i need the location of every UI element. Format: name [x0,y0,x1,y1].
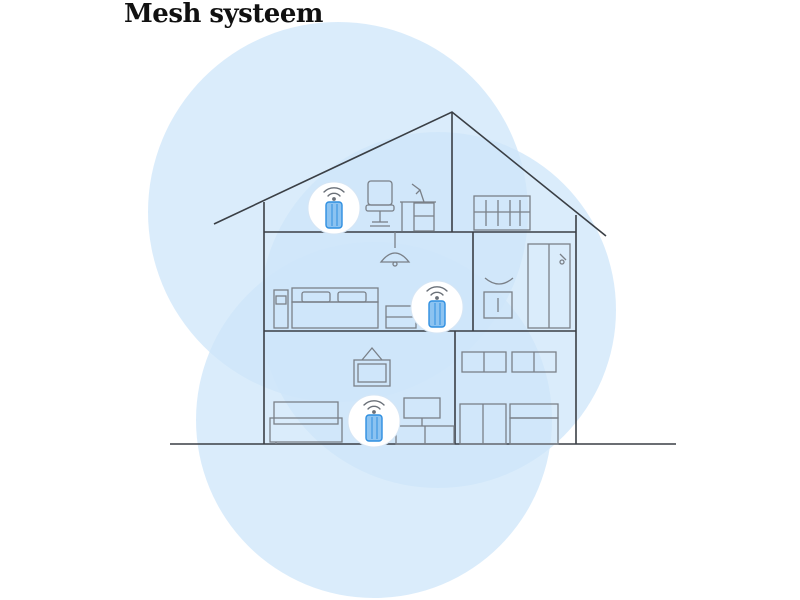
kitchen-lower-cabinets [459,403,559,445]
floor-lamp [273,289,289,329]
desk [400,183,436,232]
bathroom-sink [483,277,514,319]
wifi-icon [323,187,345,201]
router-body [325,201,343,229]
bed [291,287,379,329]
router-top-floor [307,181,361,235]
wifi-icon [426,286,448,300]
router-body [428,300,446,328]
router-body [365,414,383,442]
shower [527,243,571,329]
router-ground-floor [347,394,401,448]
sofa [269,401,343,444]
kitchen-upper-cabinets [461,351,557,373]
mesh-routers [307,181,464,448]
office-chair [365,180,395,227]
attic-shelf [473,195,531,231]
picture-frame [353,346,391,387]
pendant-lamp [379,232,411,267]
coverage-areas [148,22,616,598]
router-middle-floor [410,280,464,334]
wifi-icon [363,400,385,414]
page-title: Mesh systeem [124,0,323,29]
furniture [269,180,571,445]
